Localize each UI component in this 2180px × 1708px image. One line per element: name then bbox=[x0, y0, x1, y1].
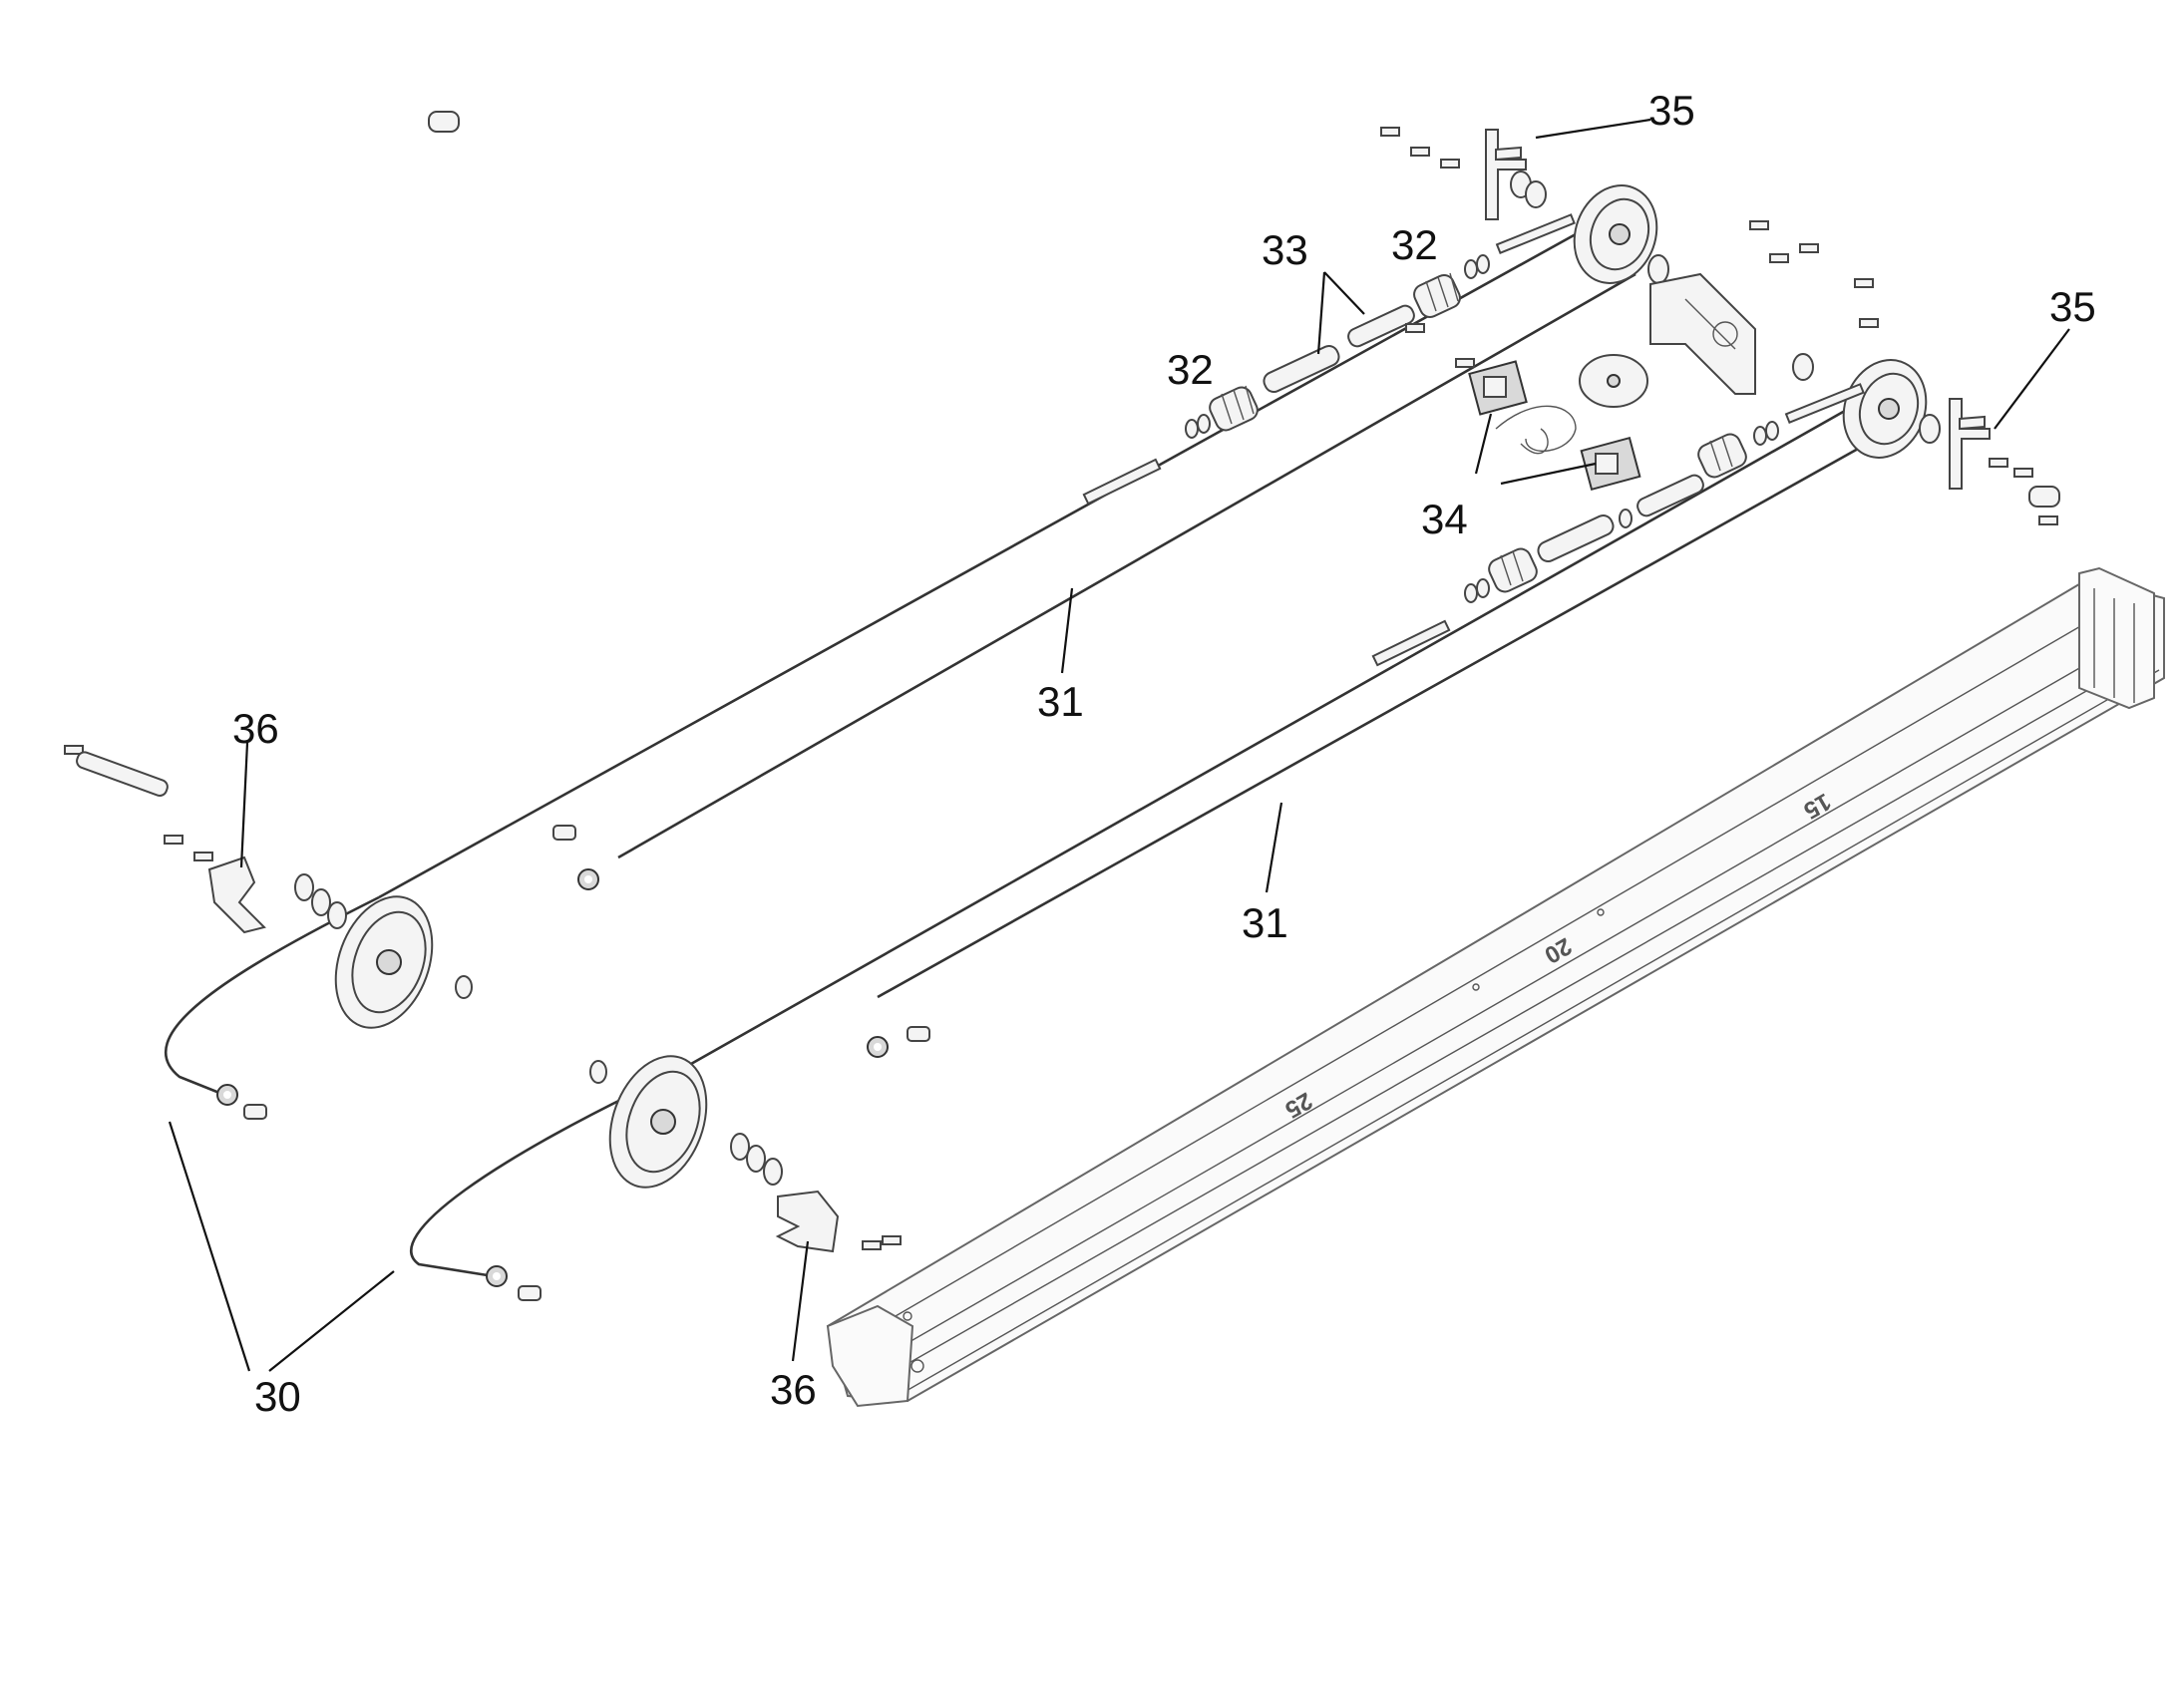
label-34: 34 bbox=[1421, 496, 1468, 542]
label-36-left: 36 bbox=[232, 705, 279, 752]
label-36-lower: 36 bbox=[770, 1366, 817, 1413]
spring-top-left bbox=[1209, 385, 1259, 432]
pulley-lower-left bbox=[334, 895, 434, 1029]
bolts bbox=[64, 127, 2058, 1250]
shaft-upper bbox=[1263, 304, 1415, 394]
bracket-34-lower bbox=[1580, 436, 1641, 492]
label-32-top: 32 bbox=[1391, 221, 1438, 268]
spring-mid-right bbox=[1697, 433, 1747, 479]
rail-track: 15 20 25 bbox=[826, 566, 2165, 1408]
pulley-upper-left bbox=[1573, 184, 1658, 284]
bracket-35-right bbox=[1949, 398, 1991, 490]
bracket-36-left bbox=[207, 855, 266, 934]
pulley-center bbox=[1579, 354, 1648, 408]
leader-lines bbox=[168, 118, 2070, 1372]
bracket-34-upper bbox=[1468, 360, 1528, 416]
pulley-upper-right bbox=[1842, 359, 1928, 459]
pulley-lower-middle bbox=[608, 1055, 708, 1189]
label-30: 30 bbox=[254, 1373, 301, 1420]
shaft-lower bbox=[1537, 474, 1704, 563]
drive-plate bbox=[1649, 272, 1756, 395]
washers bbox=[294, 171, 1941, 1186]
label-31-lower: 31 bbox=[1242, 899, 1288, 946]
label-35-right: 35 bbox=[2049, 283, 2096, 330]
bracket-35-top bbox=[1485, 129, 1527, 220]
label-33: 33 bbox=[1262, 226, 1308, 273]
spring-top-right bbox=[1413, 272, 1461, 318]
label-35-top: 35 bbox=[1648, 87, 1695, 134]
spring-mid-left bbox=[1488, 547, 1538, 593]
label-31-upper: 31 bbox=[1037, 678, 1084, 725]
label-32-left: 32 bbox=[1167, 346, 1214, 393]
bracket-36-lower bbox=[775, 1190, 840, 1253]
